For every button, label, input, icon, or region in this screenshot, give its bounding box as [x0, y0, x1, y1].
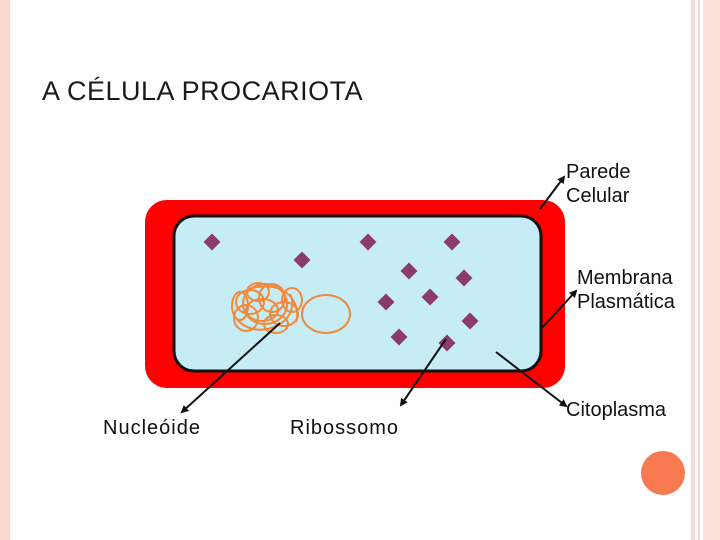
ribosome: [390, 328, 408, 346]
ribosome: [400, 262, 418, 280]
label-membrana-line2: Plasmática: [577, 291, 675, 313]
slide-border-right: [691, 0, 695, 540]
nucleoid: [231, 282, 303, 334]
label-membrana-plasmatica: Membrana Plasmática: [577, 266, 675, 314]
label-citoplasma: Citoplasma: [566, 399, 667, 421]
arrow-parede: [539, 175, 566, 210]
slide-border-left: [0, 0, 10, 540]
arrow-ribossomo: [399, 338, 447, 407]
ribosome: [377, 293, 395, 311]
label-parede-celular: Parede Celular: [566, 160, 631, 208]
label-ribossomo: Ribossomo: [290, 417, 400, 439]
label-parede-line1: Parede: [566, 161, 631, 183]
ribosome: [443, 233, 461, 251]
ribosome: [359, 233, 377, 251]
plasmid-loop: [301, 294, 351, 334]
arrow-membrana: [539, 289, 578, 331]
slide-border-right-thin: [698, 0, 700, 540]
label-nucleoide: Nucleóide: [103, 417, 201, 439]
ribosome: [455, 269, 473, 287]
slide-title: A CÉLULA PROCARIOTA: [42, 76, 364, 106]
ribosome: [438, 334, 456, 352]
label-parede-line2: Celular: [566, 185, 630, 207]
arrow-citoplasma: [495, 351, 568, 408]
ribosomes: [203, 233, 479, 352]
arrow-nucleoide: [180, 322, 281, 414]
ribosome: [421, 288, 439, 306]
plasma-membrane: [172, 214, 543, 373]
label-membrana-line1: Membrana: [577, 267, 673, 289]
ribosome: [461, 312, 479, 330]
decorative-circle: [641, 451, 685, 495]
ribosome: [293, 251, 311, 269]
ribosome: [203, 233, 221, 251]
slide-border-right-wide: [703, 0, 720, 540]
